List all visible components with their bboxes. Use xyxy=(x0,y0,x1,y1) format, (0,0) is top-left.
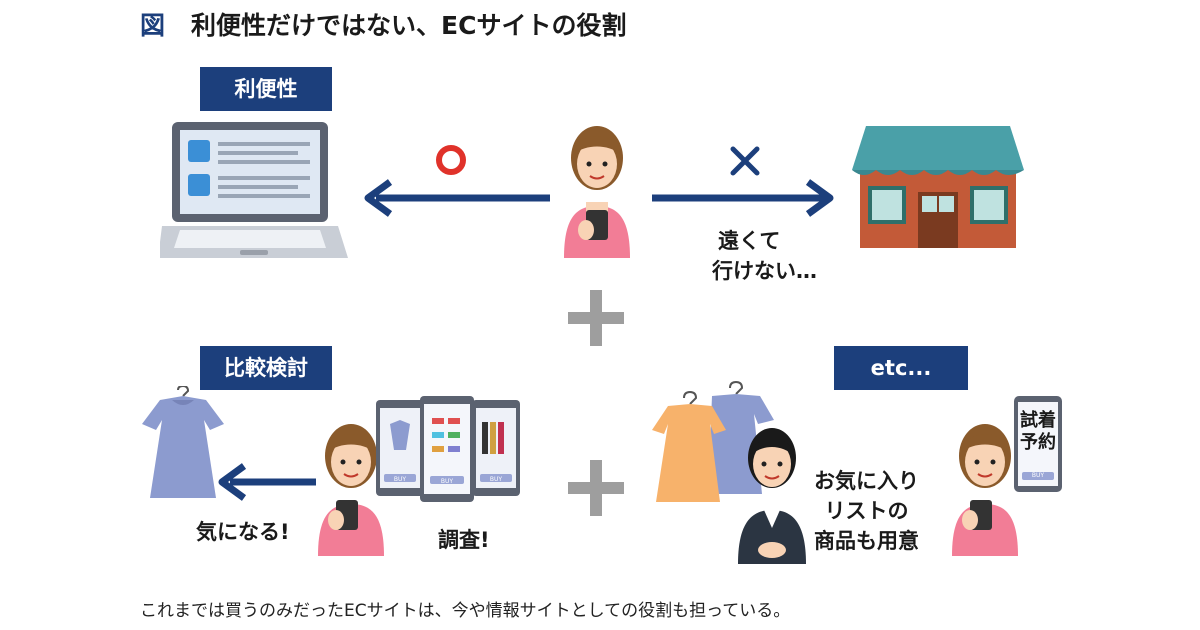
far-away-line1: 遠くて xyxy=(718,229,781,253)
figure-caption: これまでは買うのみだったECサイトは、今や情報サイトとしての役割も担っている。 xyxy=(140,601,791,621)
figure-title-text: 利便性だけではない、ECサイトの役割 xyxy=(191,11,627,40)
favorites-line1: お気に入り xyxy=(814,469,919,493)
dress-icon xyxy=(142,386,224,498)
bad-mark-icon xyxy=(730,146,760,176)
plus-icon-bottom xyxy=(568,460,624,516)
shop-staff-icon xyxy=(738,428,806,564)
buy-label-1: BUY xyxy=(394,476,407,483)
section-label-etc: etc... xyxy=(834,346,968,390)
research-text: 調査! xyxy=(438,528,490,552)
woman-researching-icon xyxy=(318,424,384,556)
fitting-line1: 試着 xyxy=(1020,410,1056,431)
laptop-icon xyxy=(160,122,348,258)
arrow-right-to-store xyxy=(652,179,834,217)
plus-icon-top xyxy=(568,290,624,346)
section-label-convenience: 利便性 xyxy=(200,67,332,111)
woman-with-phone-icon xyxy=(564,126,630,258)
fitting-reservation-text: 試着 予約 xyxy=(1018,410,1058,454)
favorites-line2: リストの xyxy=(824,499,909,523)
buy-label-2: BUY xyxy=(441,478,454,485)
favorites-text: お気に入り リストの 商品も用意 xyxy=(814,466,919,556)
fitting-line2: 予約 xyxy=(1020,432,1056,453)
arrow-left-to-laptop xyxy=(364,179,550,217)
fitting-phone-icon: 試着 予約 BUY xyxy=(1014,396,1062,492)
arrow-left-to-dress xyxy=(218,463,316,501)
far-away-line2: 行けない… xyxy=(712,259,817,283)
favorites-line3: 商品も用意 xyxy=(814,529,919,553)
figure-title: 図利便性だけではない、ECサイトの役割 xyxy=(140,6,626,42)
curious-text: 気になる! xyxy=(196,520,290,544)
good-mark-icon xyxy=(436,145,466,175)
woman-reserving-icon xyxy=(952,424,1018,556)
fitting-buy-button: BUY xyxy=(1022,472,1054,480)
figure-label: 図 xyxy=(140,11,166,40)
far-away-text: 遠くて 行けない… xyxy=(712,226,817,286)
product-phones-icon: BUY BUY BUY xyxy=(376,396,520,502)
buy-label-3: BUY xyxy=(490,476,503,483)
section-label-comparison: 比較検討 xyxy=(200,346,332,390)
store-icon xyxy=(852,126,1024,248)
